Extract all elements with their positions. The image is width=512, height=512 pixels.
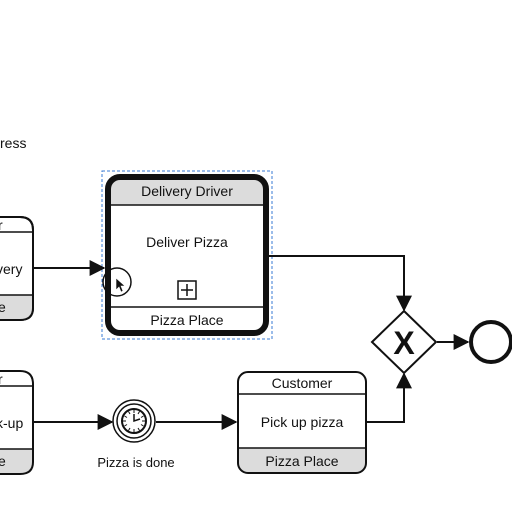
timer-intermediate-event[interactable] (112, 399, 156, 443)
choreography-task-left-top[interactable]: r very e (0, 216, 34, 321)
participant-bottom-label: e (0, 299, 6, 315)
end-event[interactable] (469, 320, 512, 364)
task-name-label: very (0, 261, 22, 277)
choreography-task-left-bottom[interactable]: r k-up e (0, 370, 34, 475)
participant-bottom-label: Pizza Place (150, 312, 223, 328)
participant-bottom-label: e (0, 453, 6, 469)
timer-event-label: Pizza is done (97, 455, 174, 470)
participant-bottom-label: Pizza Place (265, 453, 338, 469)
participant-top-label: r (0, 217, 3, 233)
choreography-task-pick-up-pizza[interactable]: Customer Pick up pizza Pizza Place (237, 371, 367, 474)
expand-marker-icon[interactable] (177, 280, 197, 300)
sequence-flow[interactable] (269, 255, 412, 312)
exclusive-gateway[interactable]: X (370, 309, 438, 375)
participant-top-label: Delivery Driver (141, 183, 233, 199)
task-name-label: Pick up pizza (261, 414, 344, 430)
sub-choreography-deliver-pizza[interactable]: Delivery Driver Deliver Pizza Pizza Plac… (105, 174, 269, 336)
clock-icon (121, 408, 147, 434)
task-name-label: Deliver Pizza (146, 234, 228, 250)
selection-outline (101, 170, 273, 340)
task-name-label: k-up (0, 415, 23, 431)
mouse-cursor-icon (115, 277, 126, 293)
connection-hover-handle[interactable] (102, 267, 132, 297)
gateway-x-icon: X (393, 325, 415, 361)
participant-top-label: r (0, 371, 3, 387)
participant-top-label: Customer (272, 375, 333, 391)
sequence-flow[interactable] (367, 372, 412, 423)
partial-process-label: ress (0, 135, 26, 151)
